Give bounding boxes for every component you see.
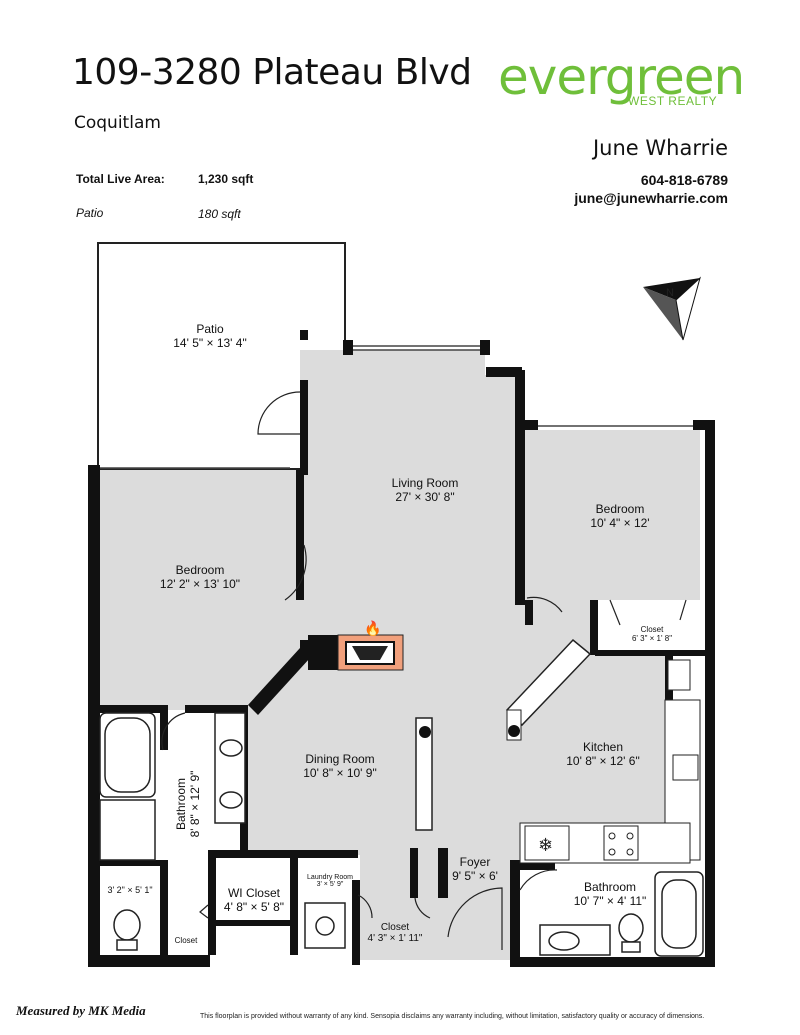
room-patio: Patio 14' 5" × 13' 4"	[150, 322, 270, 350]
measured-by-credit: Measured by MK Media	[16, 1003, 146, 1018]
room-name: Patio	[196, 322, 224, 336]
room-bedroom-2: Bedroom 10' 4" × 12'	[560, 502, 680, 530]
toilet-icon	[113, 909, 141, 941]
sink-icon	[219, 739, 243, 757]
room-dims: 8' 8" × 12' 9"	[188, 770, 202, 838]
room-name: WI Closet	[227, 886, 280, 900]
disclaimer: This floorplan is provided without warra…	[200, 1013, 705, 1020]
room-name: Bedroom	[175, 563, 225, 577]
page-title: 109-3280 Plateau Blvd	[72, 52, 472, 93]
pendant-light-icon	[508, 725, 520, 737]
room-name: Bathroom	[174, 777, 188, 831]
toilet-icon	[618, 913, 644, 943]
room-dims: 12' 2" × 13' 10"	[159, 577, 241, 591]
kitchen-counters: ❄	[415, 638, 701, 864]
room-dims: 4' 3" × 1' 11"	[367, 933, 423, 944]
room-name: Laundry Room	[307, 874, 353, 881]
room-dims: 27' × 30' 8"	[395, 490, 455, 504]
room-name: Closet	[640, 625, 664, 634]
room-bedroom-1: Bedroom 12' 2" × 13' 10"	[130, 563, 270, 591]
room-name: Closet	[380, 922, 410, 933]
room-foyer: Foyer 9' 5" × 6'	[440, 855, 510, 883]
shower-icon	[99, 799, 156, 861]
agent-email[interactable]: june@junewharrie.com	[574, 190, 728, 206]
brand-logo-sub: WEST REALTY	[628, 94, 718, 108]
room-bathroom-2: Bathroom 10' 7" × 4' 11"	[560, 880, 660, 908]
room-living: Living Room 27' × 30' 8"	[355, 476, 495, 504]
city-label: Coquitlam	[74, 113, 161, 133]
compass-icon: N	[643, 276, 701, 341]
sink-icon	[219, 791, 243, 809]
room-name: Living Room	[391, 476, 459, 490]
sink-icon	[548, 931, 580, 951]
exterior-walls	[88, 330, 715, 967]
room-laundry: Laundry Room 3' × 5' 9"	[300, 874, 360, 888]
snowflake-icon: ❄	[538, 835, 553, 855]
room-closet-bedroom: Closet 6' 3" × 1' 8"	[612, 625, 692, 643]
pendant-light-icon	[419, 726, 431, 738]
bath-fixtures	[99, 712, 704, 957]
agent-phone[interactable]: 604-818-6789	[640, 172, 728, 188]
patio-area-label: Patio	[76, 206, 104, 220]
room-name: Kitchen	[582, 740, 624, 754]
kitchen-sink-icon	[672, 754, 699, 781]
windows	[100, 345, 693, 469]
flame-icon: 🔥	[364, 620, 381, 637]
room-dims: 10' 7" × 4' 11"	[573, 894, 647, 908]
stove-icon	[603, 825, 639, 861]
room-dims: 10' 4" × 12'	[590, 516, 650, 530]
room-kitchen: Kitchen 10' 8" × 12' 6"	[548, 740, 658, 768]
room-dims: 6' 3" × 1' 8"	[631, 634, 673, 643]
room-dims: 10' 8" × 10' 9"	[303, 766, 377, 780]
doors	[161, 391, 687, 950]
fridge-icon	[524, 825, 570, 861]
room-dims: 4' 8" × 5' 8"	[223, 900, 285, 914]
compass-north-label: N	[666, 287, 674, 299]
room-closet-bath: Closet	[174, 936, 198, 945]
range-hood-icon	[667, 659, 691, 691]
room-dims: 10' 8" × 12' 6"	[566, 754, 640, 768]
room-name: Foyer	[459, 855, 491, 869]
room-name: Bathroom	[583, 880, 637, 894]
fireplace: 🔥	[308, 620, 404, 671]
room-dims: 3' × 5' 9"	[316, 881, 344, 888]
total-live-area-value: 1,230 sqft	[198, 172, 254, 186]
room-shower-area: 3' 2" × 5' 1"	[107, 885, 153, 895]
room-name: Bedroom	[595, 502, 645, 516]
room-dims: 9' 5" × 6'	[452, 869, 498, 883]
room-closet-hall: Closet 4' 3" × 1' 11"	[358, 922, 432, 944]
room-dining: Dining Room 10' 8" × 10' 9"	[275, 752, 405, 780]
total-live-area-label: Total Live Area:	[76, 172, 165, 186]
patio-area-value: 180 sqft	[198, 207, 241, 221]
room-wi-closet: WI Closet 4' 8" × 5' 8"	[218, 886, 290, 914]
room-dims: 14' 5" × 13' 4"	[173, 336, 247, 350]
brand-logo: evergreen	[498, 48, 745, 106]
room-name: Dining Room	[305, 752, 375, 766]
room-bathroom-1: Bathroom 8' 8" × 12' 9"	[174, 734, 202, 874]
agent-name: June Wharrie	[592, 136, 728, 160]
